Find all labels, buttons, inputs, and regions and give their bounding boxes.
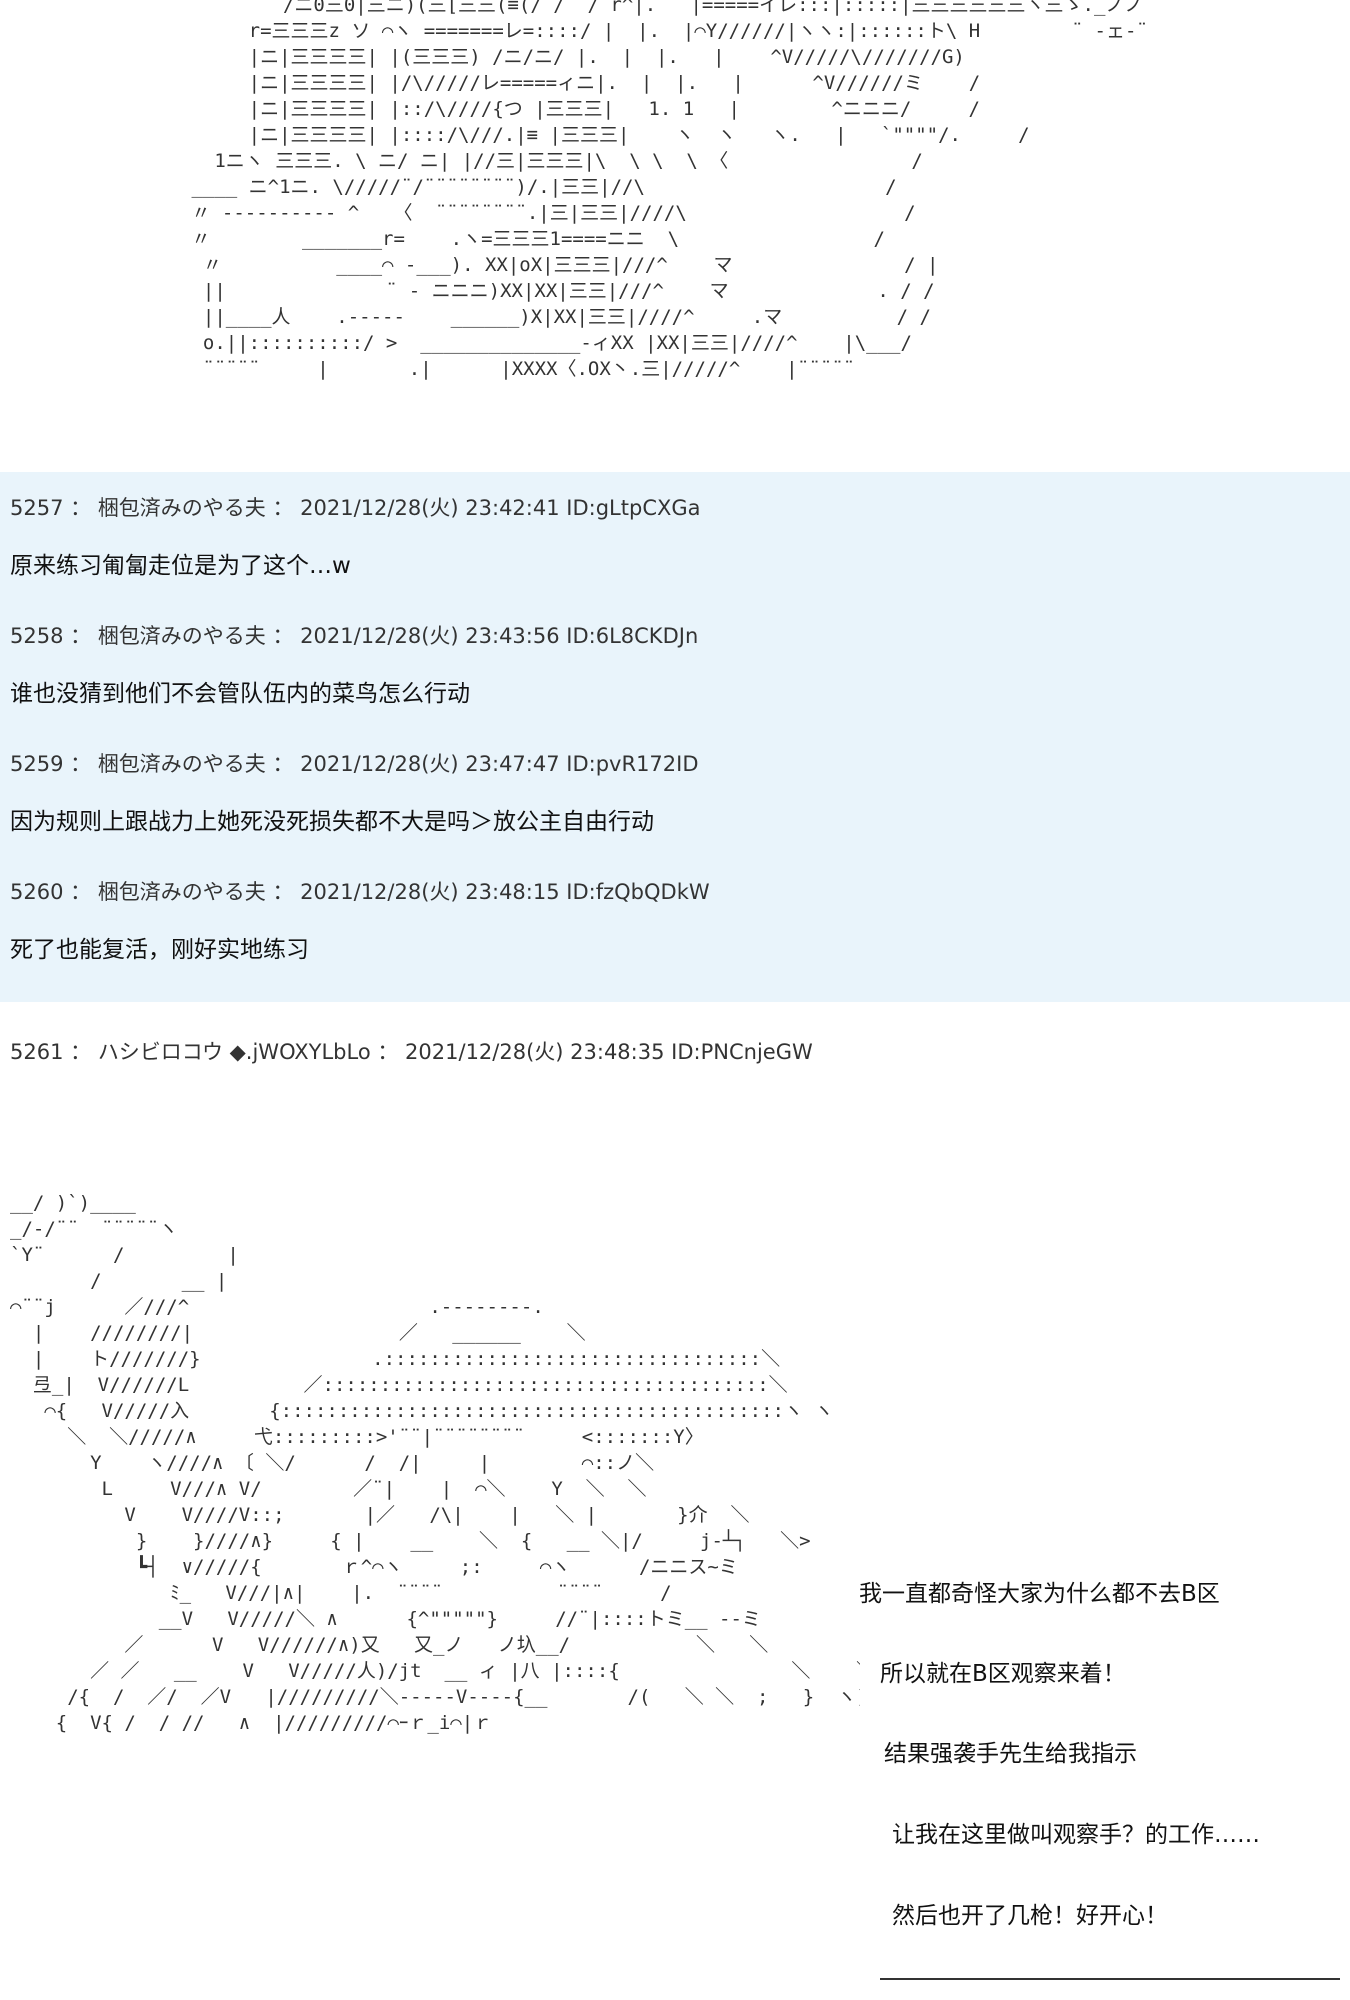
- post-author: ハシビロコウ ◆.jWOXYLbLo: [97, 1040, 371, 1064]
- post-id: ID:pvR172ID: [566, 752, 699, 776]
- ascii-art-top: /ニ0三0|三ニ)(三[三三(≡(/ / / r^|. |=====イレ:::|…: [0, 0, 1350, 472]
- post-author: 梱包済みのやる夫: [97, 496, 266, 520]
- post-id: ID:PNCnjeGW: [671, 1040, 813, 1064]
- dialogue-line-2: 所以就在B区观察来着！: [880, 1661, 1126, 1687]
- post-5258: 5258 ： 梱包済みのやる夫 ： 2021/12/28(火) 23:43:56…: [10, 620, 698, 708]
- post-date: 2021/12/28(火) 23:43:56: [300, 624, 560, 648]
- ascii-art-top-text: /ニ0三0|三ニ)(三[三三(≡(/ / / r^|. |=====イレ:::|…: [191, 0, 1148, 380]
- post-id: ID:6L8CKDJn: [566, 624, 699, 648]
- post-header: 5259 ： 梱包済みのやる夫 ： 2021/12/28(火) 23:47:47…: [10, 752, 699, 776]
- post-header: 5258 ： 梱包済みのやる夫 ： 2021/12/28(火) 23:43:56…: [10, 624, 699, 648]
- post-5257: 5257 ： 梱包済みのやる夫 ： 2021/12/28(火) 23:42:41…: [10, 492, 701, 580]
- post-date: 2021/12/28(火) 23:47:47: [300, 752, 560, 776]
- post-body: 因为规则上跟战力上她死没死损失都不大是吗＞放公主自由行动: [10, 809, 654, 835]
- post-number: 5260: [10, 880, 64, 904]
- ascii-art-character: __/ )`)____ _/‐/¨¨ ¨¨¨¨¨ヽ `Y¨ / | / __ |…: [0, 1180, 860, 2000]
- post-5259: 5259 ： 梱包済みのやる夫 ： 2021/12/28(火) 23:47:47…: [10, 748, 699, 836]
- post-date: 2021/12/28(火) 23:48:15: [300, 880, 560, 904]
- posts-band: 5257 ： 梱包済みのやる夫 ： 2021/12/28(火) 23:42:41…: [0, 472, 1350, 1002]
- post-author: 梱包済みのやる夫: [97, 624, 266, 648]
- post-number: 5258: [10, 624, 64, 648]
- post-date: 2021/12/28(火) 23:42:41: [300, 496, 560, 520]
- post-5260: 5260 ： 梱包済みのやる夫 ： 2021/12/28(火) 23:48:15…: [10, 876, 710, 964]
- post-date: 2021/12/28(火) 23:48:35: [405, 1040, 665, 1064]
- post-number: 5261: [10, 1040, 64, 1064]
- post-header: 5257 ： 梱包済みのやる夫 ： 2021/12/28(火) 23:42:41…: [10, 496, 701, 520]
- post-header: 5260 ： 梱包済みのやる夫 ： 2021/12/28(火) 23:48:15…: [10, 880, 710, 904]
- dialogue-line-4: 让我在这里做叫观察手？的工作……: [892, 1822, 1260, 1848]
- dialogue-line-3: 结果强袭手先生给我指示: [884, 1741, 1137, 1767]
- post-author: 梱包済みのやる夫: [97, 880, 266, 904]
- speech-bubble-edge: [880, 1978, 1340, 1980]
- post-body: 死了也能复活，刚好实地练习: [10, 937, 309, 963]
- dialogue-line-5: 然后也开了几枪！好开心！: [892, 1903, 1168, 1929]
- post-id: ID:fzQbQDkW: [566, 880, 710, 904]
- post-id: ID:gLtpCXGa: [566, 496, 701, 520]
- post-body: 谁也没猜到他们不会管队伍内的菜鸟怎么行动: [10, 681, 470, 707]
- ascii-art-character-text: __/ )`)____ _/‐/¨¨ ¨¨¨¨¨ヽ `Y¨ / | / __ |…: [10, 1192, 860, 1734]
- dialogue-line-1: 我一直都奇怪大家为什么都不去B区: [859, 1581, 1220, 1607]
- post-author: 梱包済みのやる夫: [97, 752, 266, 776]
- post-number: 5257: [10, 496, 64, 520]
- post-body: 原来练习匍匐走位是为了这个…w: [10, 553, 351, 579]
- post-5261-header: 5261 ： ハシビロコウ ◆.jWOXYLbLo ： 2021/12/28(火…: [10, 1040, 813, 1064]
- post-number: 5259: [10, 752, 64, 776]
